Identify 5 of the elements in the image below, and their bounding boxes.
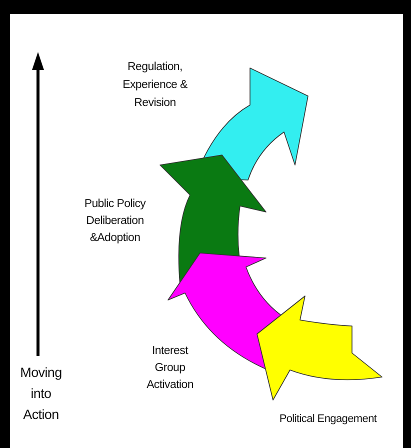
stage-label: Interest Group Activation [146, 344, 194, 393]
stage-label: Regulation, Experience & Revision [122, 60, 188, 111]
stage-label: Political Engagement [278, 412, 378, 426]
stage-label: Public Policy Deliberation &Adoption [83, 197, 147, 246]
axis-label: Moving into Action [19, 364, 63, 424]
